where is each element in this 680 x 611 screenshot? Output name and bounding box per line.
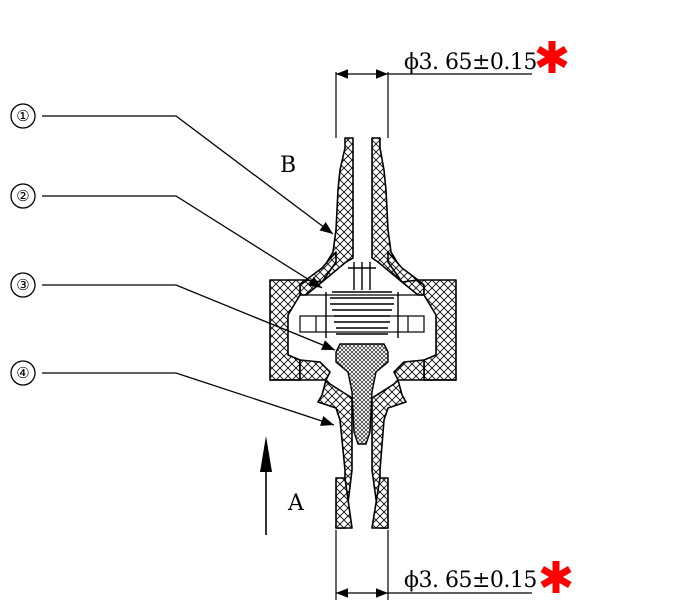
callout-4: ④ — [10, 360, 36, 386]
inner-cavity — [299, 294, 425, 333]
callout-1: ① — [10, 103, 36, 129]
up-arrow-icon — [260, 436, 272, 535]
callout-4-number: ④ — [16, 364, 29, 382]
top-dimension: ϕ3. 65±0.15 — [335, 41, 568, 138]
valve-lower-body — [269, 359, 457, 529]
callout-leaders — [42, 115, 336, 426]
red-asterisk-icon — [540, 561, 572, 593]
callout-1-number: ① — [16, 107, 29, 125]
callout-2-number: ② — [16, 187, 29, 205]
spring-part-2 — [325, 262, 399, 338]
poppet-part-3 — [335, 343, 389, 445]
callout-2: ② — [10, 183, 36, 209]
inlet-label: A — [287, 491, 305, 516]
callout-3: ③ — [10, 272, 36, 298]
top-diameter-text: ϕ3. 65±0.15 — [404, 50, 537, 75]
callout-3-number: ③ — [16, 276, 29, 294]
bottom-dimension: ϕ3. 65±0.15 — [335, 530, 572, 600]
bottom-diameter-text: ϕ3. 65±0.15 — [404, 568, 537, 593]
red-asterisk-icon — [536, 41, 568, 73]
outlet-label: B — [280, 153, 296, 178]
valve-upper-body — [269, 137, 457, 381]
